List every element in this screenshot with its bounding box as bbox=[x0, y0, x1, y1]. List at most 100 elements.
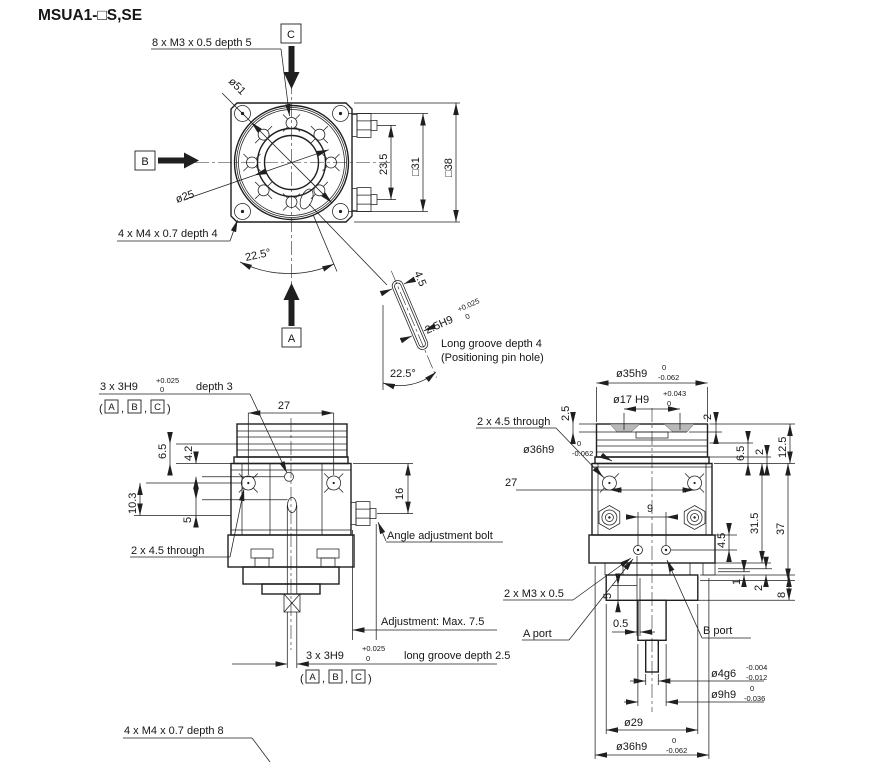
recess-hatch-left bbox=[609, 423, 641, 433]
through-hole bbox=[238, 473, 259, 493]
recess-hatch-right bbox=[663, 423, 695, 433]
dim-2-top: 2 bbox=[702, 414, 714, 420]
corner-mount-hole bbox=[332, 105, 349, 122]
view-arrow-c-icon bbox=[283, 46, 300, 89]
dim-6-5: 6.5 bbox=[157, 444, 169, 459]
view-arrow-a-icon bbox=[283, 283, 300, 326]
dia-9-tol-dn: -0.036 bbox=[744, 694, 765, 703]
dim-0-5: 0.5 bbox=[613, 618, 628, 630]
angle-22-5-label: 22.5° bbox=[244, 247, 272, 264]
label-3h9-suffix: depth 3 bbox=[196, 381, 233, 393]
label-3h9-tol-up: +0.025 bbox=[156, 376, 179, 385]
table-circle bbox=[233, 104, 350, 221]
label-4xm4: 4 x M4 x 0.7 depth 4 bbox=[118, 228, 218, 240]
pin-hole-3h9 bbox=[284, 471, 294, 482]
dim-31-5: 31.5 bbox=[749, 513, 761, 534]
label-dia36-side: ø36h9 bbox=[523, 444, 554, 456]
b-port-hole bbox=[661, 545, 671, 555]
label-a-port: A port bbox=[523, 628, 552, 640]
groove-detail: 4.5 2.5H9 +0.025 0 Long groove depth 4 (… bbox=[379, 269, 544, 390]
angle-adjustment-bolt bbox=[350, 501, 377, 526]
corner-mount-hole bbox=[234, 203, 251, 220]
corner-mount-hole bbox=[332, 203, 349, 220]
positioning-pin-groove bbox=[299, 188, 314, 210]
dim-9: 9 bbox=[647, 503, 653, 515]
dim-27: 27 bbox=[278, 400, 290, 412]
dia-29-label: ø29 bbox=[624, 717, 643, 729]
dim-12-5: 12.5 bbox=[777, 437, 789, 458]
side-hex-bolt bbox=[351, 187, 378, 212]
label-3h9-tol-dn: 0 bbox=[160, 385, 164, 394]
view-box-a bbox=[281, 327, 302, 348]
dim-23-5: 23.5 bbox=[378, 154, 390, 175]
hex-socket-fitting bbox=[683, 505, 706, 530]
dim-2-bottom: 2 bbox=[753, 585, 765, 591]
ref-box-b: B bbox=[131, 402, 137, 413]
dia-36-bottom-tol-dn: -0.062 bbox=[666, 746, 687, 755]
ref-box-b: B bbox=[332, 672, 338, 683]
label-2x45-side: 2 x 4.5 through bbox=[477, 416, 550, 428]
view-letter-c: C bbox=[287, 29, 295, 41]
dia-36-side-tol-dn: -0.062 bbox=[572, 449, 593, 458]
abc-paren: ( bbox=[300, 673, 304, 685]
dia-9-label: ø9h9 bbox=[711, 689, 736, 701]
dim-sq31: □31 bbox=[410, 157, 422, 176]
dim-37: 37 bbox=[775, 523, 787, 535]
abc-comma: , bbox=[144, 403, 147, 415]
dia-4-label: ø4g6 bbox=[711, 668, 736, 680]
label-2xm3: 2 x M3 x 0.5 bbox=[504, 588, 564, 600]
side-hex-bolt bbox=[351, 113, 378, 138]
top-view: 23.5 □31 □38 ø51 ø25 8 x M3 x 0.5 depth … bbox=[117, 23, 460, 348]
label-groove-fit: 3 x 3H9 bbox=[306, 650, 344, 662]
abc-comma: , bbox=[322, 673, 325, 685]
dia-25-label: ø25 bbox=[174, 188, 196, 206]
front-view: 27 6.5 4.2 10.3 5 16 3 x 3H9 +0.025 0 de… bbox=[99, 376, 510, 763]
dim-sq38: □38 bbox=[443, 158, 455, 177]
view-letter-b: B bbox=[141, 156, 148, 168]
label-groove-tol-dn: 0 bbox=[366, 654, 370, 663]
label-groove-tol-up: +0.025 bbox=[362, 644, 385, 653]
dim-27-side: 27 bbox=[505, 477, 517, 489]
dim-4-2: 4.2 bbox=[183, 446, 195, 461]
flange-side bbox=[588, 534, 716, 564]
dim-5: 5 bbox=[182, 517, 194, 523]
dim-2-5: 2.5 bbox=[560, 406, 572, 421]
through-hole bbox=[323, 473, 344, 493]
view-letter-a: A bbox=[288, 333, 296, 345]
side-view: ø35h9 0 -0.062 ø17 H9 +0.043 0 2.5 2 6.5… bbox=[476, 363, 795, 759]
dim-16: 16 bbox=[394, 488, 406, 500]
label-groove-suffix: long groove depth 2.5 bbox=[404, 650, 510, 662]
dim-10-3: 10.3 bbox=[127, 493, 139, 514]
dia-9-tol-up: 0 bbox=[750, 684, 754, 693]
label-8xm3: 8 x M3 x 0.5 depth 5 bbox=[152, 37, 252, 49]
groove-slot-front bbox=[287, 497, 297, 513]
ref-box-a: A bbox=[309, 672, 316, 683]
dia-51-label: ø51 bbox=[226, 76, 248, 98]
dim-8: 8 bbox=[776, 592, 788, 598]
label-adjustment: Adjustment: Max. 7.5 bbox=[381, 616, 484, 628]
groove-fit-tol-up: +0.025 bbox=[456, 296, 481, 314]
groove-caption-1: Long groove depth 4 bbox=[441, 338, 542, 350]
dia-17-tol-dn: 0 bbox=[667, 399, 671, 408]
dia-4-tol-up: -0.004 bbox=[746, 663, 767, 672]
groove-angle-label: 22.5° bbox=[390, 368, 416, 380]
label-4xm4-depth8: 4 x M4 x 0.7 depth 8 bbox=[124, 725, 224, 737]
dia-35-tol-dn: -0.062 bbox=[658, 373, 679, 382]
dim-6-5-side: 6.5 bbox=[735, 446, 747, 461]
dia-35-tol-up: 0 bbox=[662, 363, 666, 372]
dia-17-label: ø17 H9 bbox=[613, 394, 649, 406]
label-3h9-fit: 3 x 3H9 bbox=[100, 381, 138, 393]
dim-5-side: 5 bbox=[602, 593, 614, 599]
ref-box-c: C bbox=[355, 672, 362, 683]
view-box-c bbox=[280, 23, 302, 44]
groove-fit-tol-dn: 0 bbox=[464, 312, 471, 322]
dia-17-tol-up: +0.043 bbox=[663, 389, 686, 398]
groove-fit-label: 2.5H9 bbox=[423, 314, 455, 337]
dim-2-band: 2 bbox=[754, 449, 766, 455]
label-b-port: B port bbox=[703, 625, 732, 637]
body-outline bbox=[230, 102, 353, 223]
groove-caption-2: (Positioning pin hole) bbox=[441, 352, 544, 364]
abc-comma: , bbox=[121, 403, 124, 415]
